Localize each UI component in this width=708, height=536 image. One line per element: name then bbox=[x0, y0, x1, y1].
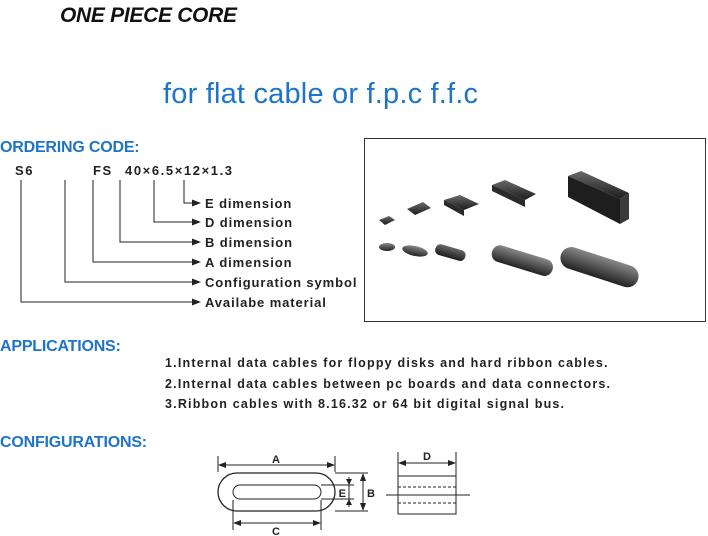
label-e-dimension: E dimension bbox=[205, 196, 293, 211]
label-b: B bbox=[367, 488, 375, 500]
configurations-heading: CONFIGURATIONS: bbox=[0, 434, 147, 451]
page-subtitle: for flat cable or f.p.c f.f.c bbox=[163, 78, 479, 110]
applications-heading: APPLICATIONS: bbox=[0, 338, 121, 355]
ferrite-cores-icon bbox=[379, 171, 639, 288]
label-available-material: Availabe material bbox=[205, 295, 327, 310]
page-title: ONE PIECE CORE bbox=[60, 4, 237, 27]
label-d: D bbox=[423, 451, 431, 463]
code-dims: 40×6.5×12×1.3 bbox=[125, 163, 234, 178]
product-photo bbox=[364, 138, 706, 322]
label-c: C bbox=[272, 526, 280, 536]
label-b-dimension: B dimension bbox=[205, 235, 293, 250]
application-item-1: 1.Internal data cables for floppy disks … bbox=[165, 356, 609, 370]
code-config: FS bbox=[93, 163, 113, 178]
label-configuration-symbol: Configuration symbol bbox=[205, 275, 358, 290]
label-e: E bbox=[339, 488, 346, 500]
ordering-code-heading: ORDERING CODE: bbox=[0, 139, 140, 156]
code-material: S6 bbox=[15, 163, 35, 178]
label-d-dimension: D dimension bbox=[205, 215, 293, 230]
label-a: A bbox=[272, 454, 280, 466]
label-a-dimension: A dimension bbox=[205, 255, 293, 270]
application-item-3: 3.Ribbon cables with 8.16.32 or 64 bit d… bbox=[165, 397, 566, 411]
configuration-diagram: A C E B D bbox=[217, 451, 470, 536]
application-item-2: 2.Internal data cables between pc boards… bbox=[165, 377, 612, 391]
